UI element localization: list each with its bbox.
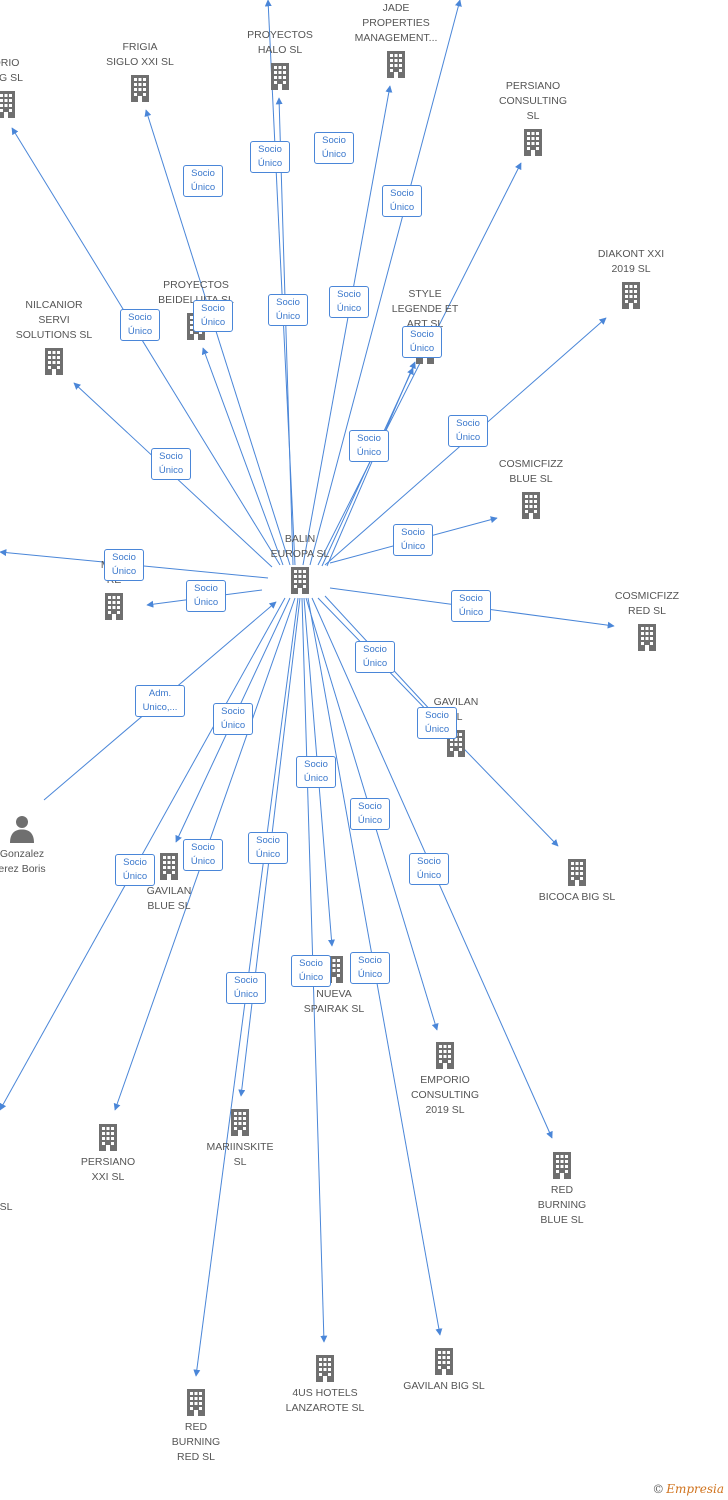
edge-label[interactable]: Socio Único [296,756,336,788]
node-label: EMPORIO CONSULTING 2019 SL [410,1074,480,1116]
node-label: COSMICFIZZ BLUE SL [498,458,564,485]
edge-label[interactable]: Socio Único [120,309,160,341]
edge-label[interactable]: Socio Único [250,141,290,173]
edge-label[interactable]: Socio Único [314,132,354,164]
building-icon [309,1352,341,1384]
node-label: 4US HOTELS LANZAROTE SL [285,1387,365,1414]
edge-label[interactable]: Socio Único [350,952,390,984]
building-icon [98,590,130,622]
building-icon [92,1121,124,1153]
building-icon [631,621,663,653]
edge-label[interactable]: Socio Único [183,839,223,871]
edge-label[interactable]: Socio Único [183,165,223,197]
edge-label[interactable]: Socio Único [349,430,389,462]
node-label: NILCANIOR SERVI SOLUTIONS SL [15,299,93,341]
node-label: DIAKONT XXI 2019 SL [597,248,665,275]
node-label: Gonzalez erez Boris [0,848,46,875]
node-label: STYLE LEGENDE ET ART SL [391,288,459,330]
node-label: RED BURNING RED SL [171,1421,221,1463]
edge-label[interactable]: Socio Único [355,641,395,673]
person-icon [6,813,38,845]
edge-label[interactable]: Socio Único [104,549,144,581]
copyright-icon: © [652,1482,665,1496]
node-label: ORIO BIG SL [0,57,23,84]
edge-label[interactable]: Socio Único [350,798,390,830]
node-label: FRIGIA SIGLO XXI SL [106,41,174,68]
edge-label[interactable]: Socio Único [291,955,331,987]
edge-style [326,361,416,567]
edge-label[interactable]: Socio Único [268,294,308,326]
node-label: PERSIANO CONSULTING SL [498,80,568,122]
edge-label[interactable]: Socio Único [213,703,253,735]
edge-halo [275,97,294,566]
node-label: JADE PROPERTIES MANAGEMENT... [354,2,438,44]
node-label: PERSIANO XXI SL [80,1156,136,1183]
node-label: COSMICFIZZ RED SL [614,590,680,617]
building-icon [180,1386,212,1418]
building-icon [515,489,547,521]
node-label: GAVILAN BLUE SL [146,885,192,912]
edge-label[interactable]: Socio Único [248,832,288,864]
node-label: BICOCA BIG SL [538,891,616,903]
edge-label[interactable]: Socio Único [193,300,233,332]
node-label: SL [0,1201,13,1213]
node-label: PROYECTOS HALO SL [247,29,313,56]
edge-label[interactable]: Socio Único [226,972,266,1004]
node-label: GAVILAN BIG SL [403,1380,485,1392]
edge-frigia [144,109,291,566]
edge-label[interactable]: Socio Único [417,707,457,739]
building-icon [284,564,316,596]
building-icon [546,1149,578,1181]
node-label: NUEVA SPAIRAK SL [303,988,365,1015]
edge-emporio_big [11,127,281,566]
building-icon [224,1106,256,1138]
edge-label[interactable]: Socio Único [451,590,491,622]
building-icon [561,856,593,888]
building-icon [38,345,70,377]
edge-label[interactable]: Socio Único [151,448,191,480]
building-icon [615,279,647,311]
edge-label[interactable]: Socio Único [382,185,422,217]
building-icon [124,72,156,104]
building-icon [264,60,296,92]
node-label: MARIINSKITE SL [206,1141,274,1168]
edge-label[interactable]: Socio Único [186,580,226,612]
building-icon [153,850,185,882]
edge-label[interactable]: Adm. Unico,... [135,685,185,717]
edge-top_offscreen_2 [309,0,462,566]
edge-top_offscreen_1 [264,0,296,566]
edge-label[interactable]: Socio Único [409,853,449,885]
node-label: BALIN EUROPA SL [270,533,330,560]
building-icon [517,126,549,158]
building-icon [429,1039,461,1071]
edge-label[interactable]: Socio Único [329,286,369,318]
brand-logo: Empresia [666,1482,724,1496]
edge-label[interactable]: Socio Único [393,524,433,556]
building-icon [0,88,22,120]
footer: ©Empresia [652,1482,724,1496]
edge-jade [302,85,393,566]
building-icon [380,48,412,80]
node-label: RED BURNING BLUE SL [537,1184,587,1226]
building-icon [428,1345,460,1377]
edge-beideluita [201,347,284,566]
edge-label[interactable]: Socio Único [448,415,488,447]
edge-label[interactable]: Socio Único [402,326,442,358]
edge-label[interactable]: Socio Único [115,854,155,886]
